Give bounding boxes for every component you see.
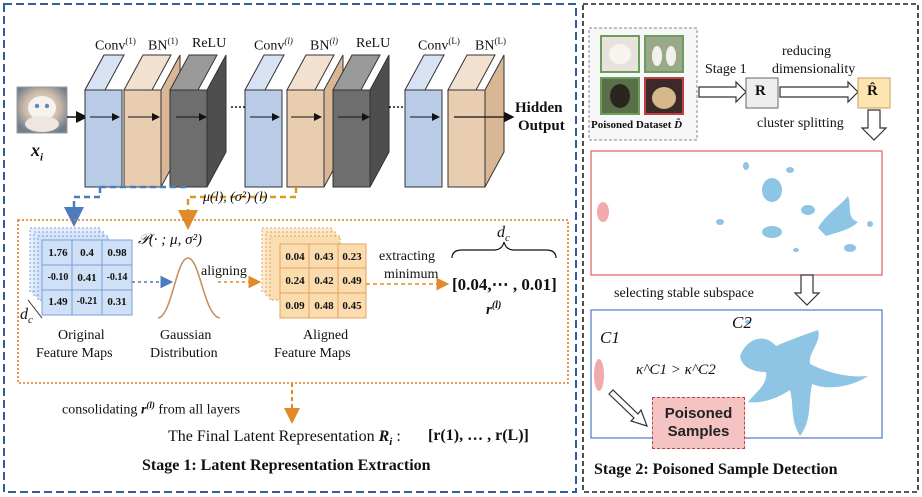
- orig-cell: 0.31: [107, 296, 127, 308]
- aligned-cell: 0.09: [285, 300, 305, 312]
- hollow-arrow-stage1: [698, 80, 747, 104]
- hollow-arrow-diag: [608, 389, 648, 427]
- kappa-label: κ^C1 > κ^C2: [636, 362, 716, 378]
- stage1-border: [3, 3, 577, 493]
- aligned-cell: 0.48: [314, 300, 334, 312]
- convl-label: Conv(l): [254, 36, 293, 54]
- r-label: r(l): [486, 300, 502, 318]
- aligning-label: aligning: [201, 264, 247, 279]
- blue-dashed-connector: [64, 187, 102, 227]
- stage1-arrow-label: Stage 1: [705, 62, 747, 77]
- conv1-label: Conv(1): [95, 36, 136, 54]
- hidden-output-1: Hidden: [515, 100, 563, 116]
- final-label: The Final Latent Representation Ri :: [168, 428, 401, 449]
- orig-cell: -0.14: [106, 272, 128, 283]
- bnL-label: BN(L): [475, 36, 506, 54]
- R-hat-label: R̂: [867, 83, 878, 99]
- bn1-label: BN(1): [148, 36, 178, 54]
- stage1-title: Stage 1: Latent Representation Extractio…: [142, 457, 431, 474]
- bnl-label: BN(l): [310, 36, 338, 54]
- aligned-cell: 0.23: [342, 251, 362, 263]
- hollow-arrow-down: [860, 109, 888, 141]
- dataset-thumbnails: [600, 35, 684, 115]
- cluster-label: cluster splitting: [757, 116, 844, 131]
- reducing-label-2: dimensionality: [772, 62, 856, 77]
- aligned-cell: 0.24: [285, 275, 305, 287]
- extracting-label-1: extracting: [379, 249, 435, 264]
- R-hat-box: [857, 77, 891, 109]
- orig-cell: 0.4: [80, 247, 94, 259]
- aligned-cell: 0.45: [342, 300, 362, 312]
- relul-label: ReLU: [356, 36, 391, 51]
- layer-group-1: [84, 54, 227, 188]
- aligned-caption-1: Aligned: [303, 328, 349, 343]
- final-vector: [r(1), … , r(L)]: [428, 427, 529, 444]
- cluster-scatter: [597, 162, 873, 252]
- orig-cell: 1.76: [48, 247, 68, 259]
- vector-label: [0.04,⋯ , 0.01]: [452, 275, 557, 294]
- original-caption-1: Original: [58, 328, 105, 343]
- layer-group-l: [244, 54, 390, 188]
- reducing-label-1: reducing: [782, 44, 831, 59]
- depth-label: dc: [20, 306, 33, 327]
- orig-cell: 0.41: [77, 272, 97, 284]
- aligned-caption-2: Feature Maps: [274, 346, 351, 361]
- convL-label: Conv(L): [418, 36, 460, 54]
- extracting-label-2: minimum: [384, 267, 439, 282]
- orig-cell: -0.10: [47, 272, 69, 283]
- selecting-label: selecting stable subspace: [614, 286, 754, 301]
- depth-line: [27, 299, 43, 319]
- stage2-title: Stage 2: Poisoned Sample Detection: [594, 461, 838, 478]
- aligned-feature-maps: [261, 227, 367, 319]
- input-image: [16, 86, 68, 134]
- hidden-output-2: Output: [518, 118, 565, 134]
- gaussian-caption-2: Distribution: [150, 346, 218, 361]
- gaussian-formula: 𝒫(· ; μ, σ²): [138, 232, 202, 248]
- input-label: xi: [31, 140, 44, 164]
- R-box: [745, 77, 779, 109]
- subspace-scatter: [594, 320, 868, 436]
- dc-label: dc: [497, 224, 510, 245]
- hollow-arrow-select: [793, 274, 821, 306]
- consolidating-label: consolidating r(l) from all layers: [62, 400, 241, 418]
- orig-cell: -0.21: [76, 296, 98, 307]
- stage2-border: [582, 3, 919, 493]
- orig-cell: 1.49: [48, 296, 68, 308]
- C2-label: C2: [732, 313, 752, 332]
- orig-cell: 0.98: [107, 247, 127, 259]
- gaussian-curve: [157, 257, 221, 319]
- aligned-cell: 0.43: [314, 251, 334, 263]
- dc-brace: [451, 241, 557, 259]
- aligned-cell: 0.49: [342, 275, 362, 287]
- aligned-cell: 0.42: [314, 275, 334, 287]
- dataset-label: Poisoned Dataset D̂: [591, 119, 683, 131]
- C1-label: C1: [600, 328, 620, 347]
- gaussian-caption-1: Gaussian: [160, 328, 212, 343]
- aligned-cell: 0.04: [285, 251, 305, 263]
- original-feature-maps: [29, 227, 133, 316]
- R-label: R: [755, 83, 766, 99]
- orange-dashed-connector: [178, 187, 298, 230]
- layer-group-L: [404, 54, 515, 188]
- relu1-label: ReLU: [192, 36, 227, 51]
- hollow-arrow-reduce: [779, 80, 859, 104]
- stats-label: μ(l), (σ²) (l): [203, 190, 268, 205]
- original-caption-2: Feature Maps: [36, 346, 113, 361]
